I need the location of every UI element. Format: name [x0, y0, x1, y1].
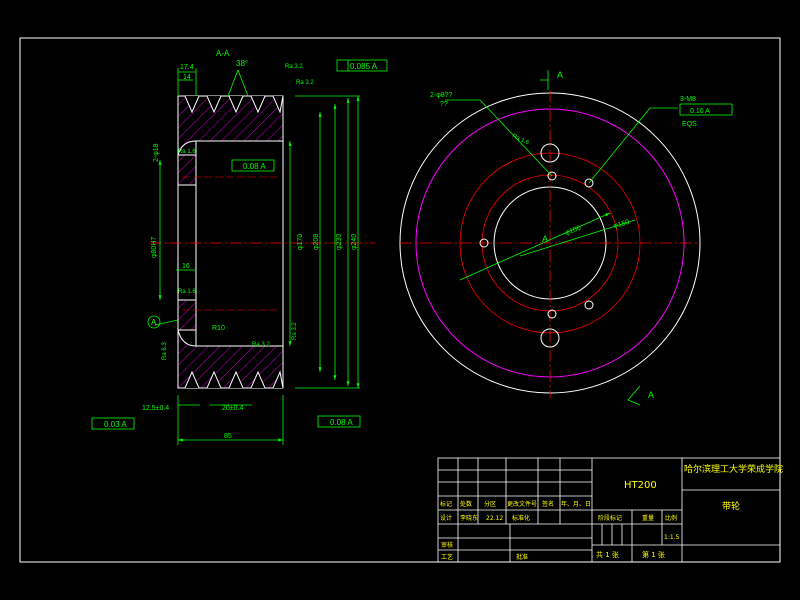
dim-17-4: 17.4	[180, 64, 194, 71]
inner-rim	[195, 140, 284, 347]
row2-label-2: 22.12	[486, 515, 503, 522]
tol-frame-bottom-left	[91, 417, 135, 430]
section-view: A 0.085 A 0.08 A 0.03 A 0.08 A A-A 38° 1…	[91, 49, 388, 445]
review-label: 审核	[441, 541, 453, 549]
dim-2-holes: 2-φ18	[153, 143, 160, 162]
sheets-label: 共 1 张	[596, 550, 619, 559]
dim-170: φ170	[297, 234, 304, 250]
row2-label-1: 李晓东	[460, 514, 478, 522]
dim-208: φ208	[313, 234, 320, 250]
row-label-2: 分区	[484, 500, 496, 508]
title-block	[437, 457, 781, 563]
hole-note-2: ??	[440, 101, 448, 108]
thread-tol-text: 0.10 A	[690, 108, 710, 115]
thread-hole-3	[479, 238, 489, 248]
view-label-a-top: A	[557, 70, 563, 80]
dim-bore: φ80H7	[151, 237, 158, 258]
ra-left2: Ra 1.6	[178, 289, 196, 295]
hub-top	[177, 154, 197, 186]
ra-left3: Ra 6.3	[162, 342, 168, 360]
tol-top-text: 0.085 A	[350, 62, 378, 71]
scale-value: 1:1.5	[664, 534, 680, 541]
front-view: 0.10 A 3-M8 EQS 2-φ8?? ?? A A A φ100 φ15…	[399, 70, 733, 406]
thread-hole-1	[584, 178, 594, 188]
approve-label: 批准	[516, 553, 528, 561]
dim-85: 85	[224, 433, 232, 440]
grooves-top	[178, 95, 284, 114]
tol-bottom-left-text: 0.03 A	[104, 420, 127, 429]
tol-mid-text: 0.08 A	[243, 162, 266, 171]
angle-label: 38°	[236, 59, 248, 68]
hole-note: 2-φ8??	[430, 92, 453, 99]
front-ra: Ra 1.6	[511, 133, 530, 146]
row2-label-0: 设计	[440, 514, 452, 522]
sheet-no-label: 第 1 张	[642, 550, 665, 559]
tol-frame-bottom-right	[317, 415, 361, 428]
grooves-bottom	[178, 370, 284, 389]
scale-label: 比例	[665, 514, 677, 522]
small-hole-1	[547, 171, 557, 181]
dim-16: 16	[182, 263, 190, 270]
material: HT200	[624, 480, 657, 491]
dim-r10: R10	[212, 325, 225, 332]
weight-label: 重量	[642, 514, 654, 522]
row-label-5: 年、月、日	[561, 500, 591, 508]
view-label-a-bottom: A	[648, 390, 654, 400]
tol-bottom-right-text: 0.08 A	[330, 418, 353, 427]
tol-frame-mid	[231, 159, 275, 172]
tol-frame-top	[336, 59, 388, 72]
dim-100: φ100	[564, 225, 582, 237]
ra-left: Ra 1.6	[178, 149, 196, 155]
small-hole-2	[547, 309, 557, 319]
title-block-text: HT200 哈尔滨理工大学荣成学院 带轮 标记 处数 分区 更改文件号 签名 年…	[440, 463, 783, 561]
drawing-frame	[19, 37, 781, 563]
dim-230: φ230	[336, 234, 343, 250]
row-label-0: 标记	[440, 500, 452, 508]
center-label: A	[542, 234, 548, 244]
stage-label: 阶段标记	[598, 514, 622, 522]
row-label-4: 签名	[542, 500, 554, 508]
ra-right: Ra 3.2	[292, 322, 298, 340]
datum-label: A	[151, 318, 157, 327]
part-name: 带轮	[722, 500, 740, 512]
dim-240: φ240	[351, 234, 358, 250]
dim-150: φ150	[613, 219, 631, 230]
dim-12-5: 12.5±0.4	[142, 405, 169, 412]
big-hole-bottom	[540, 328, 560, 348]
ra-groove: Ra 3.2	[296, 80, 314, 86]
ra-top: Ra 3.2	[285, 64, 303, 70]
big-hole-top	[540, 143, 560, 163]
school-name: 哈尔滨理工大学荣成学院	[684, 463, 783, 475]
section-hatch-bottom	[177, 329, 284, 389]
datum-circle	[147, 315, 161, 329]
row-label-1: 处数	[460, 500, 472, 508]
dim-20: 20±0.4	[222, 405, 243, 412]
thread-hole-2	[584, 300, 594, 310]
row2-label-3: 标准化	[512, 514, 530, 522]
ra-mid: Ra 3.2	[252, 342, 270, 348]
thread-tol-frame	[679, 103, 733, 116]
thread-eqs: EQS	[682, 121, 697, 128]
section-label: A-A	[216, 49, 230, 58]
row-label-3: 更改文件号	[507, 500, 537, 508]
dim-14: 14	[183, 74, 191, 81]
hub-bottom	[177, 299, 197, 331]
thread-note: 3-M8	[680, 96, 696, 103]
process-label: 工艺	[441, 553, 453, 561]
